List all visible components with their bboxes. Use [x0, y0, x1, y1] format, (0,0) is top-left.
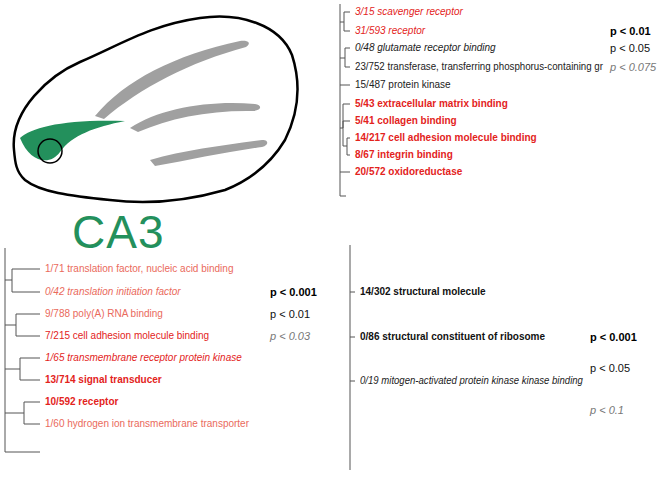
go-term-label: 0/48 glutamate receptor binding — [355, 42, 496, 54]
go-term-label: 5/41 collagen binding — [355, 115, 457, 127]
go-term-label: 15/487 protein kinase — [355, 79, 451, 91]
ca3-region — [20, 121, 125, 161]
go-term-label: 7/215 cell adhesion molecule binding — [45, 330, 209, 342]
p-value-key: p < 0.1 — [590, 404, 624, 416]
go-term-label: 5/43 extracellular matrix binding — [355, 98, 508, 110]
go-term-label: 0/86 structural constituent of ribosome — [360, 331, 545, 343]
p-value-key: p < 0.001 — [270, 286, 317, 298]
region-label: CA3 — [72, 207, 164, 257]
go-term-label: 31/593 receptor — [355, 25, 425, 37]
dendrogram — [340, 4, 350, 196]
go-term-label: 23/752 transferase, transferring phospho… — [355, 61, 603, 73]
cell-layer — [130, 103, 260, 132]
go-term-label: 20/572 oxidoreductase — [355, 166, 462, 178]
hippocampus-outline — [14, 17, 298, 202]
cell-layer — [150, 140, 267, 166]
go-term-label: 14/217 cell adhesion molecule binding — [355, 132, 537, 144]
dendrogram — [350, 245, 355, 470]
go-term-label: 9/788 poly(A) RNA binding — [45, 308, 163, 320]
p-value-key: p < 0.05 — [610, 42, 650, 54]
p-value-key: p < 0.001 — [590, 331, 637, 343]
go-term-label: 13/714 signal transducer — [45, 374, 162, 386]
go-term-label: 0/42 translation initiation factor — [45, 286, 181, 298]
dendrogram — [5, 248, 40, 452]
go-term-label: 3/15 scavenger receptor — [355, 6, 463, 18]
p-value-key: p < 0.01 — [270, 308, 310, 320]
go-term-label: 10/592 receptor — [45, 396, 118, 408]
p-value-key: p < 0.01 — [610, 25, 651, 37]
go-term-label: 14/302 structural molecule — [360, 286, 486, 298]
p-value-key: p < 0.03 — [270, 330, 310, 342]
ca3-marker — [38, 139, 62, 163]
p-value-key: p < 0.05 — [590, 362, 630, 374]
go-term-label: 1/60 hydrogen ion transmembrane transpor… — [45, 418, 249, 430]
p-value-key: p < 0.075 — [610, 61, 656, 73]
go-term-label: 1/65 transmembrane receptor protein kina… — [45, 352, 242, 364]
go-term-label: 1/71 translation factor, nucleic acid bi… — [45, 263, 233, 275]
go-term-label: 8/67 integrin binding — [355, 149, 453, 161]
go-term-label: 0/19 mitogen-activated protein kinase ki… — [360, 375, 583, 387]
